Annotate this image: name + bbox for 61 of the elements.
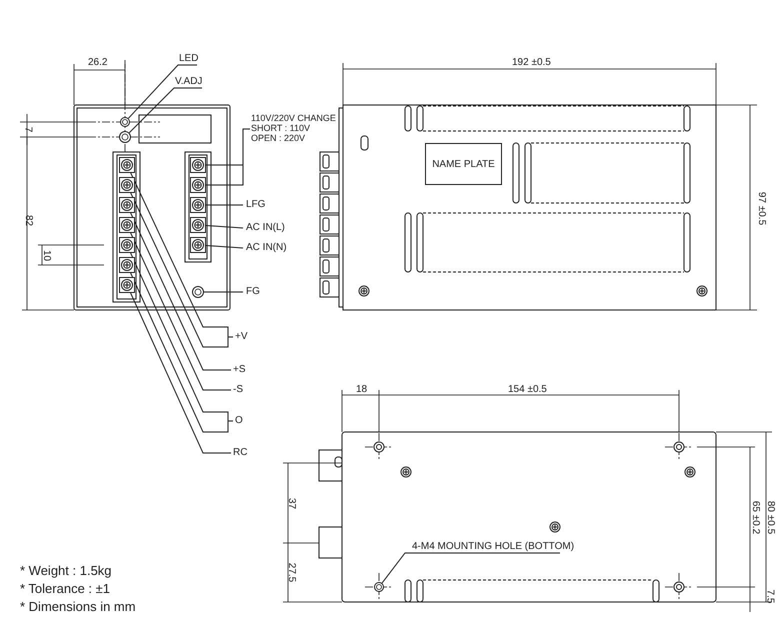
screw-terminal bbox=[119, 277, 135, 293]
leader-line bbox=[130, 232, 232, 390]
dimension-label: 27.5 bbox=[286, 562, 297, 582]
dimension-label: 80 ±0.5 bbox=[764, 500, 776, 534]
screw-terminal bbox=[119, 177, 135, 193]
mounting-hole bbox=[374, 582, 384, 592]
callout-label: 110V/220V CHANGE bbox=[251, 113, 336, 123]
dimension-label: 65 ±0.2 bbox=[750, 500, 761, 534]
callout-label: -S bbox=[233, 384, 243, 395]
screw-terminal bbox=[119, 257, 135, 273]
dimension-label: 154 ±0.5 bbox=[508, 384, 547, 395]
screw-terminal bbox=[190, 237, 206, 253]
adjust-knob bbox=[119, 131, 131, 143]
dimension-label: 18 bbox=[356, 384, 368, 395]
leader-line bbox=[206, 245, 244, 248]
screw-terminal bbox=[190, 217, 206, 233]
callout-label: OPEN : 220V bbox=[251, 133, 306, 143]
callout-label: O bbox=[235, 415, 243, 426]
ground-screw bbox=[192, 286, 204, 298]
screw-terminal bbox=[119, 217, 135, 233]
leader-line bbox=[206, 225, 244, 228]
name-plate bbox=[425, 143, 502, 185]
indicator-lamp bbox=[120, 117, 130, 127]
note-text: * Tolerance : ±1 bbox=[20, 581, 110, 596]
callout-label: LED bbox=[179, 53, 198, 64]
callout-label: V.ADJ bbox=[175, 76, 202, 87]
leader-line bbox=[130, 212, 232, 370]
callout-label: LFG bbox=[246, 199, 266, 210]
screw-terminal bbox=[119, 197, 135, 213]
dimension-label: 37 bbox=[286, 497, 297, 509]
callout-label: +S bbox=[233, 364, 246, 375]
dimension-label: 7.5 bbox=[764, 589, 776, 603]
dimension-label: 192 ±0.5 bbox=[512, 57, 551, 68]
leader-line bbox=[130, 292, 232, 454]
screw-terminal bbox=[190, 157, 206, 173]
callout-label: RC bbox=[233, 447, 248, 458]
dimension-label: 82 bbox=[22, 214, 34, 226]
leader-line bbox=[130, 272, 234, 432]
screw-terminal bbox=[190, 197, 206, 213]
callout-label: SHORT : 110V bbox=[251, 123, 312, 133]
dimension-label: 97 ±0.5 bbox=[756, 191, 767, 225]
callout-label: AC IN(N) bbox=[246, 242, 287, 253]
leader-line bbox=[128, 88, 202, 134]
screw-terminal bbox=[119, 237, 135, 253]
leader-line bbox=[130, 192, 234, 348]
note-text: * Weight : 1.5kg bbox=[20, 563, 112, 578]
screw-terminal bbox=[119, 157, 135, 173]
callout-label: FG bbox=[246, 286, 260, 297]
leader-line bbox=[206, 204, 244, 206]
plate-label: NAME PLATE bbox=[432, 158, 495, 170]
leader-line bbox=[128, 64, 198, 119]
dimension-label: 7 bbox=[22, 126, 34, 132]
callout-label: AC IN(L) bbox=[246, 222, 285, 233]
callout-label: 4-M4 MOUNTING HOLE (BOTTOM) bbox=[412, 541, 574, 552]
dimension-label: 10 bbox=[40, 249, 52, 261]
note-text: * Dimensions in mm bbox=[20, 599, 136, 614]
leader-line bbox=[206, 128, 250, 186]
callout-label: +V bbox=[235, 331, 248, 342]
leader-line bbox=[382, 552, 560, 584]
dimension-label: 26.2 bbox=[88, 57, 108, 68]
screw-terminal bbox=[190, 177, 206, 193]
